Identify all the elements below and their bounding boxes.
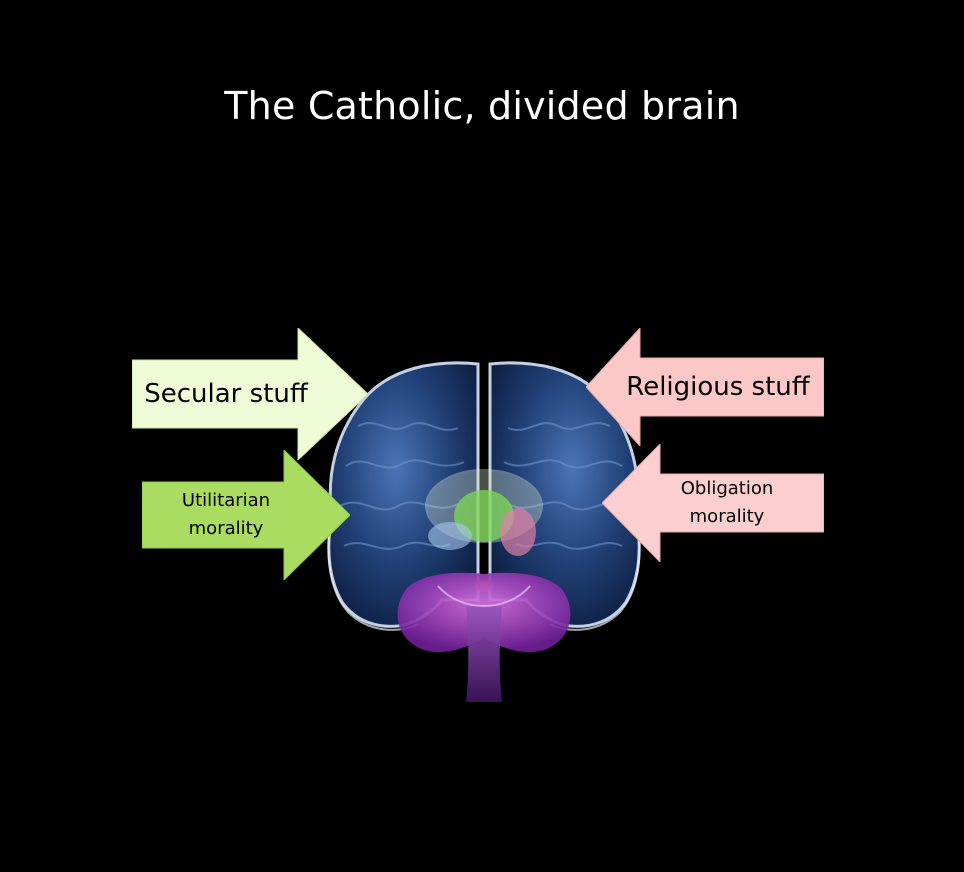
secular-stuff-arrow: Secular stuff bbox=[132, 328, 368, 460]
utilitarian-morality-arrow: Utilitarian morality bbox=[142, 450, 350, 580]
brain-illustration-icon bbox=[327, 361, 641, 702]
obligation-label-line1: Obligation bbox=[680, 478, 774, 499]
utilitarian-arrow-shape bbox=[142, 450, 350, 580]
secular-arrow-shape bbox=[132, 328, 368, 460]
obligation-label-line2: morality bbox=[689, 506, 765, 527]
arrow-left-icon bbox=[586, 328, 824, 446]
utilitarian-label-line1: Utilitarian bbox=[181, 490, 271, 511]
obligation-morality-label: Obligation morality bbox=[650, 474, 804, 532]
religious-stuff-arrow: Religious stuff bbox=[586, 328, 824, 446]
slide-title: The Catholic, divided brain bbox=[224, 84, 740, 128]
arrow-right-icon bbox=[142, 450, 350, 580]
arrow-left-icon bbox=[602, 444, 824, 562]
utilitarian-morality-label: Utilitarian morality bbox=[146, 482, 306, 548]
obligation-arrow-shape bbox=[602, 444, 824, 562]
arrow-right-icon bbox=[132, 328, 368, 460]
utilitarian-label-line2: morality bbox=[188, 518, 264, 539]
religious-arrow-shape bbox=[586, 328, 824, 446]
religious-stuff-label: Religious stuff bbox=[626, 372, 810, 402]
secular-stuff-label: Secular stuff bbox=[144, 379, 308, 409]
obligation-morality-arrow: Obligation morality bbox=[602, 444, 824, 562]
